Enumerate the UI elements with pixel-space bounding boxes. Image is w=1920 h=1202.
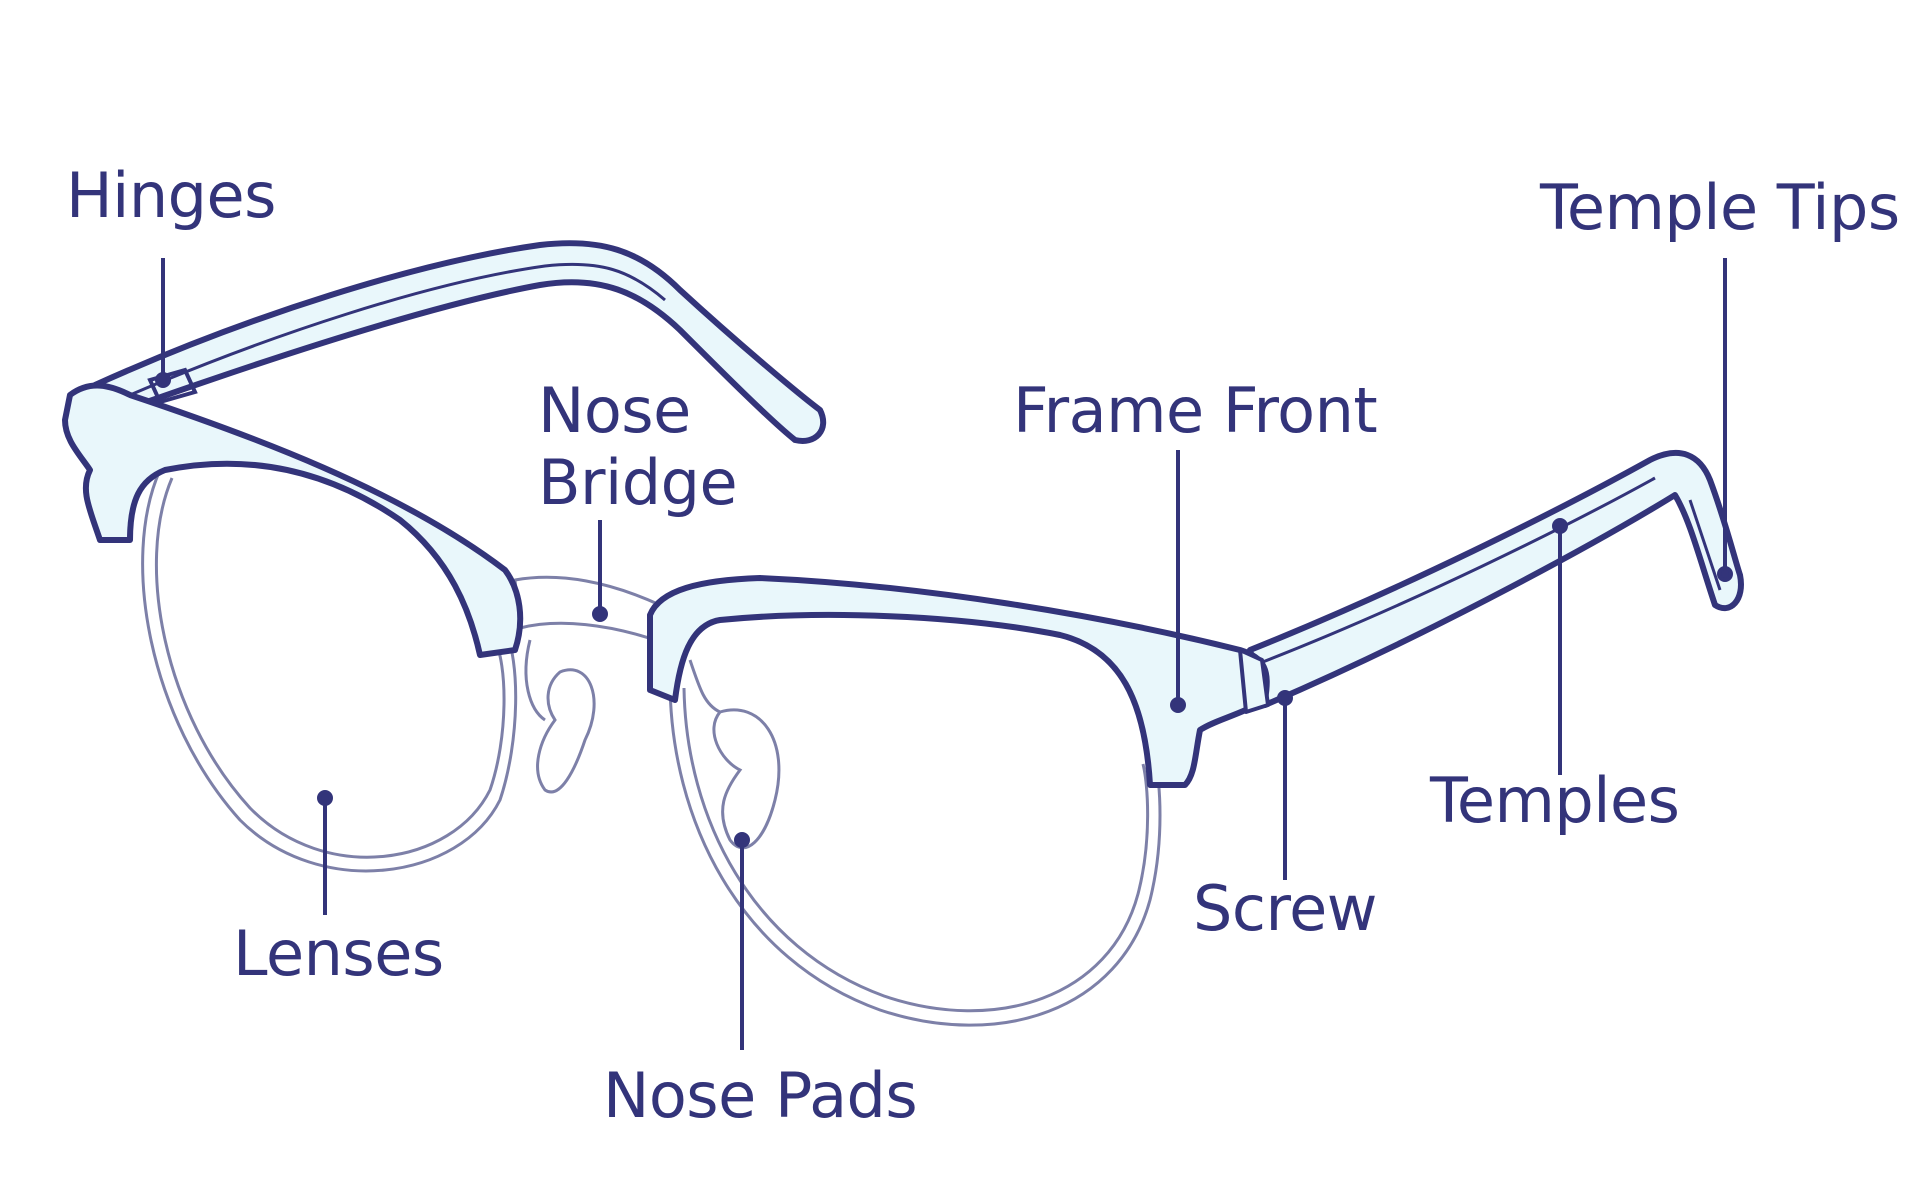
back-hinge-detail [147, 367, 198, 405]
screw-label: Screw [1193, 873, 1377, 945]
nose-pads-label-text: Nose Pads [603, 1059, 918, 1132]
screw-label-text: Screw [1193, 872, 1377, 945]
nose-bridge-label-line1: Nose [538, 374, 691, 447]
back-temple-arm-inner-edge [129, 262, 666, 397]
back-temple-arm [92, 240, 827, 444]
front-temple-arm [1247, 449, 1744, 708]
lenses-leader-dot [317, 790, 333, 806]
frame-front-label-text: Frame Front [1013, 374, 1378, 447]
nose-pads-leader-dot [734, 832, 750, 848]
frame-front-leader-dot [1170, 697, 1186, 713]
right-lens-rim-inner [682, 687, 1150, 1013]
front-temple-arm-edge [1254, 476, 1656, 667]
hinges-leader-dot [155, 372, 171, 388]
temple-tips-label: Temple Tips [1540, 172, 1900, 244]
callout-leaders [155, 258, 1733, 1050]
temples-label-text: Temples [1430, 764, 1680, 837]
nose-bridge-leader-dot [592, 606, 608, 622]
temple-tips-label-text: Temple Tips [1540, 171, 1900, 244]
hinges-label-text: Hinges [66, 159, 276, 232]
temples-label: Temples [1430, 764, 1680, 837]
left-lens-rim-inner [154, 477, 506, 859]
hinges-label: Hinges [66, 160, 276, 232]
left-nose-pad-arm [524, 639, 546, 722]
nose-bridge-shape [513, 575, 662, 642]
lenses-label: Lenses [233, 918, 444, 990]
temples-leader-dot [1552, 518, 1568, 534]
nose-bridge-label-line2: Bridge [538, 446, 738, 519]
left-lens-rim-outer [141, 469, 518, 873]
nose-pads-label: Nose Pads [603, 1059, 918, 1132]
frame-front-label: Frame Front [1013, 374, 1378, 447]
right-nose-pad-arm [688, 659, 721, 714]
left-nose-pad [536, 668, 596, 794]
nose-bridge-label: Nose Bridge [538, 374, 738, 519]
right-lens-rim-outer [668, 679, 1162, 1027]
lenses-label-text: Lenses [233, 917, 444, 990]
temple-tips-leader-dot [1717, 566, 1733, 582]
hinge-block [1238, 648, 1270, 714]
frame-front-shape [62, 382, 1270, 788]
screw-leader-dot [1277, 690, 1293, 706]
right-nose-pad [712, 708, 781, 850]
temple-tip-shape [1688, 499, 1722, 591]
